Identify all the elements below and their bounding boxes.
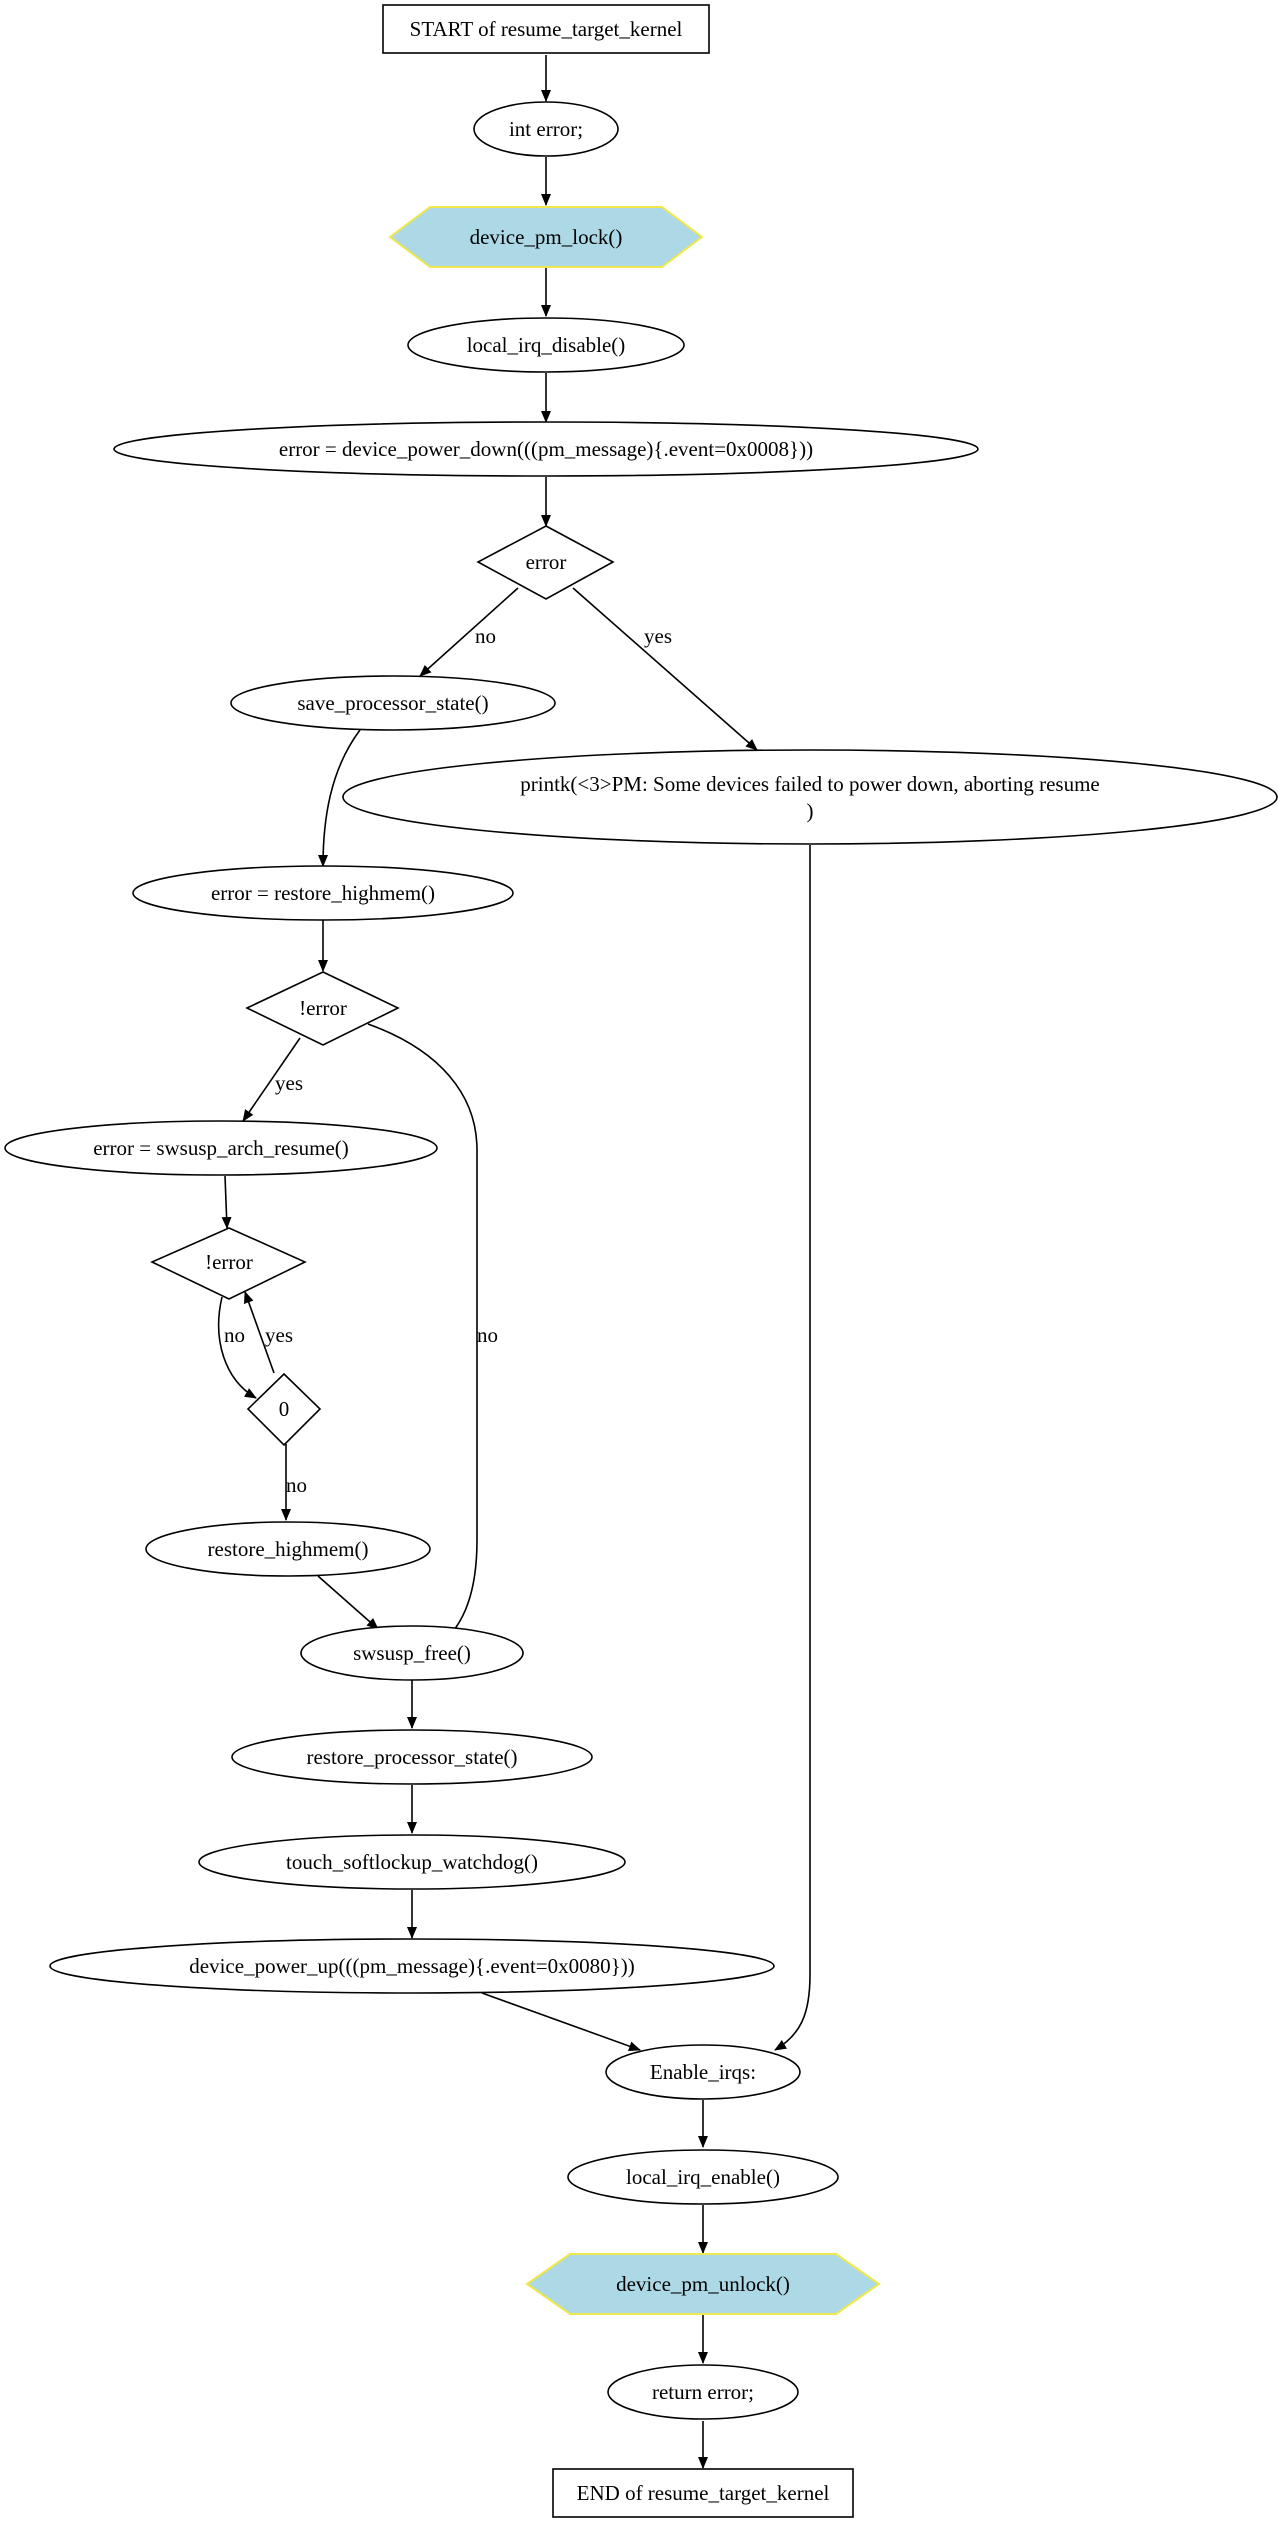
node-local-irq-disable-label: local_irq_disable() <box>467 333 626 357</box>
node-cond-not-error-1-label: !error <box>299 996 347 1020</box>
edge-label-error-no: no <box>475 624 496 648</box>
node-save-state: save_processor_state() <box>230 675 556 731</box>
node-cond-not-error-2-label: !error <box>205 1250 253 1274</box>
node-return-error: return error; <box>607 2364 799 2420</box>
node-arch-resume: error = swsusp_arch_resume() <box>4 1120 438 1176</box>
node-power-up: device_power_up(((pm_message){.event=0x0… <box>49 1938 775 1994</box>
node-end: END of resume_target_kernel <box>552 2468 854 2518</box>
node-arch-resume-label: error = swsusp_arch_resume() <box>93 1136 349 1160</box>
edge-save-state-to-restore-highmem-assign <box>318 729 361 867</box>
node-restore-state: restore_processor_state() <box>231 1729 593 1785</box>
edge-label-error-yes: yes <box>644 624 672 648</box>
node-end-label: END of resume_target_kernel <box>577 2481 830 2505</box>
node-power-up-label: device_power_up(((pm_message){.event=0x0… <box>189 1954 634 1978</box>
node-local-irq-enable: local_irq_enable() <box>567 2149 839 2205</box>
node-local-irq-enable-label: local_irq_enable() <box>626 2165 780 2189</box>
node-cond-zero: 0 <box>246 1372 322 1447</box>
node-printk-label-line1: printk(<3>PM: Some devices failed to pow… <box>520 772 1100 796</box>
edge-power-up-to-enable-irqs <box>481 1992 641 2051</box>
node-save-state-label: save_processor_state() <box>297 691 488 715</box>
edges <box>217 55 811 2469</box>
node-device-pm-unlock: device_pm_unlock() <box>525 2253 881 2315</box>
node-int-error: int error; <box>473 101 619 157</box>
node-cond-not-error-1: !error <box>245 971 400 1046</box>
node-cond-not-error-2: !error <box>150 1227 307 1300</box>
edge-zero-yes <box>244 1291 275 1374</box>
edge-label-not-error-2-no: no <box>224 1323 245 1347</box>
node-device-pm-lock: device_pm_lock() <box>388 206 704 268</box>
node-printk: printk(<3>PM: Some devices failed to pow… <box>342 749 1278 845</box>
node-restore-highmem-assign-label: error = restore_highmem() <box>211 881 435 905</box>
node-cond-zero-label: 0 <box>279 1397 290 1421</box>
node-enable-irqs: Enable_irqs: <box>605 2044 801 2100</box>
node-enable-irqs-label: Enable_irqs: <box>650 2060 756 2084</box>
node-return-error-label: return error; <box>652 2380 754 2404</box>
node-device-pm-unlock-label: device_pm_unlock() <box>616 2272 790 2296</box>
edge-restore-highmem-to-swsusp-free <box>317 1575 379 1630</box>
node-device-pm-lock-label: device_pm_lock() <box>470 225 623 249</box>
node-int-error-label: int error; <box>509 117 583 141</box>
edge-labels: no yes yes no no yes no <box>224 624 672 1497</box>
node-start: START of resume_target_kernel <box>382 4 710 54</box>
node-printk-label-line2: ) <box>807 799 814 823</box>
edge-cond-not-error-1-yes <box>242 1037 301 1122</box>
node-touch-watchdog-label: touch_softlockup_watchdog() <box>286 1850 538 1874</box>
edge-label-not-error-1-no: no <box>477 1323 498 1347</box>
node-restore-highmem: restore_highmem() <box>145 1521 431 1577</box>
node-restore-state-label: restore_processor_state() <box>306 1745 517 1769</box>
edge-label-zero-yes: yes <box>265 1323 293 1347</box>
edge-arch-resume-to-cond-not-error-2 <box>221 1175 232 1229</box>
edge-cond-not-error-2-no <box>217 1296 257 1399</box>
node-swsusp-free: swsusp_free() <box>300 1625 524 1681</box>
edge-cond-error-yes <box>572 587 758 751</box>
node-touch-watchdog: touch_softlockup_watchdog() <box>198 1834 626 1890</box>
edge-label-zero-no: no <box>286 1473 307 1497</box>
node-power-down-label: error = device_power_down(((pm_message){… <box>279 437 813 461</box>
edge-cond-not-error-1-no <box>367 1023 478 1645</box>
node-local-irq-disable: local_irq_disable() <box>407 317 685 373</box>
node-swsusp-free-label: swsusp_free() <box>353 1641 471 1665</box>
edge-label-not-error-1-yes: yes <box>275 1071 303 1095</box>
node-power-down: error = device_power_down(((pm_message){… <box>113 421 979 477</box>
node-restore-highmem-assign: error = restore_highmem() <box>132 865 514 921</box>
edge-cond-error-no <box>419 587 519 677</box>
node-restore-highmem-label: restore_highmem() <box>208 1537 369 1561</box>
edge-printk-to-enable-irqs <box>774 845 811 2051</box>
node-start-label: START of resume_target_kernel <box>410 17 683 41</box>
node-cond-error-label: error <box>526 550 567 574</box>
node-cond-error: error <box>476 525 615 600</box>
